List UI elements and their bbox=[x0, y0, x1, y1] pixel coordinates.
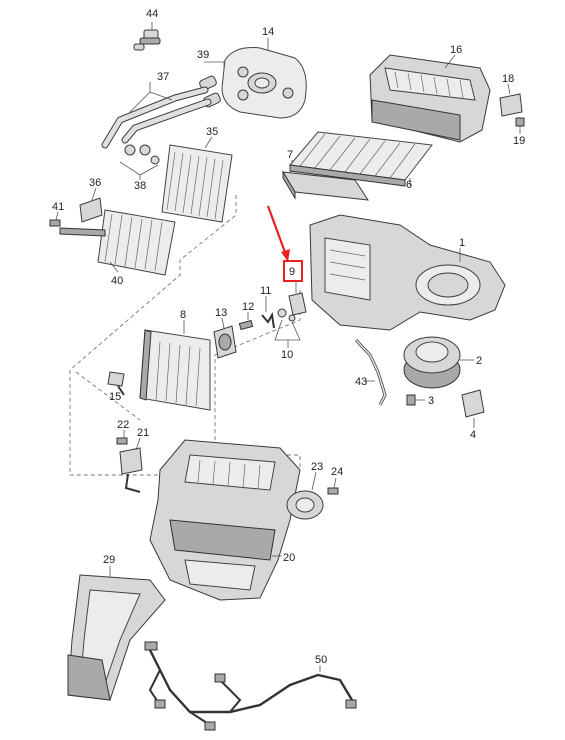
highlight-arrow-part-9 bbox=[266, 205, 303, 282]
part-7-filter-frame bbox=[282, 160, 369, 201]
part-18-sensor bbox=[499, 83, 523, 117]
part-12-screw bbox=[238, 312, 254, 331]
callout-20: 20 bbox=[283, 552, 295, 564]
part-15-sensor bbox=[107, 371, 125, 396]
callout-15: 15 bbox=[109, 391, 121, 403]
part-36-bracket bbox=[79, 187, 103, 223]
part-20-lower-housing bbox=[149, 439, 301, 601]
callout-38: 38 bbox=[134, 180, 146, 192]
callout-12: 12 bbox=[242, 301, 254, 313]
callout-37: 37 bbox=[157, 71, 169, 83]
callout-18: 18 bbox=[502, 73, 514, 85]
part-16-upper-housing bbox=[369, 54, 491, 143]
part-41-screw bbox=[49, 211, 61, 227]
part-9-actuator bbox=[288, 281, 307, 316]
callout-10: 10 bbox=[281, 349, 293, 361]
part-14-gasket-plate bbox=[221, 38, 307, 119]
callout-40: 40 bbox=[111, 275, 123, 287]
callout-36: 36 bbox=[89, 177, 101, 189]
callout-22: 22 bbox=[117, 419, 129, 431]
callout-19: 19 bbox=[513, 135, 525, 147]
assembly-guide-lines bbox=[69, 195, 301, 476]
part-10-clips bbox=[274, 308, 301, 348]
part-19-screw bbox=[515, 117, 525, 134]
callout-6: 6 bbox=[406, 179, 412, 191]
part-22-screw bbox=[116, 430, 128, 445]
part-40-heater-core bbox=[59, 209, 176, 276]
callout-3: 3 bbox=[428, 395, 434, 407]
callout-23: 23 bbox=[311, 461, 323, 473]
callout-11: 11 bbox=[260, 285, 271, 297]
callout-7: 7 bbox=[287, 149, 293, 161]
callout-16: 16 bbox=[450, 44, 462, 56]
part-1-main-housing bbox=[309, 214, 506, 331]
part-50-wiring-harness bbox=[144, 641, 357, 731]
part-23-motor bbox=[286, 471, 324, 520]
callout-1: 1 bbox=[459, 237, 465, 249]
part-13-mount bbox=[213, 317, 237, 359]
part-4-resistor bbox=[461, 389, 485, 428]
callout-4: 4 bbox=[470, 429, 476, 441]
part-8-heat-exchanger bbox=[139, 320, 211, 411]
callout-43: 43 bbox=[355, 376, 367, 388]
callout-29: 29 bbox=[103, 554, 115, 566]
callout-labels: 44 14 16 39 37 18 35 19 7 38 6 36 41 1 9… bbox=[52, 8, 525, 666]
callout-35: 35 bbox=[206, 126, 218, 138]
part-38-small-fittings bbox=[119, 144, 160, 180]
part-2-blower-motor bbox=[403, 336, 474, 389]
callout-13: 13 bbox=[215, 307, 227, 319]
part-11-lever bbox=[261, 296, 275, 329]
part-21-actuator bbox=[119, 437, 143, 493]
callout-39: 39 bbox=[197, 49, 209, 61]
callout-21: 21 bbox=[137, 427, 149, 439]
callout-50: 50 bbox=[315, 654, 327, 666]
callout-44: 44 bbox=[146, 8, 158, 20]
part-43-harness bbox=[354, 338, 387, 406]
callout-8: 8 bbox=[180, 309, 186, 321]
part-44-bolt bbox=[133, 22, 161, 51]
callout-2: 2 bbox=[476, 355, 482, 367]
part-3-screw bbox=[406, 394, 425, 406]
part-24-screw bbox=[327, 477, 339, 495]
part-37-pipes bbox=[101, 82, 212, 149]
part-35-evaporator bbox=[161, 136, 233, 223]
callout-41: 41 bbox=[52, 201, 64, 213]
part-6-cabin-filter bbox=[289, 131, 433, 187]
callout-14: 14 bbox=[262, 26, 274, 38]
callout-9: 9 bbox=[289, 266, 295, 278]
part-29-air-ducts bbox=[67, 566, 166, 701]
callout-24: 24 bbox=[331, 466, 343, 478]
